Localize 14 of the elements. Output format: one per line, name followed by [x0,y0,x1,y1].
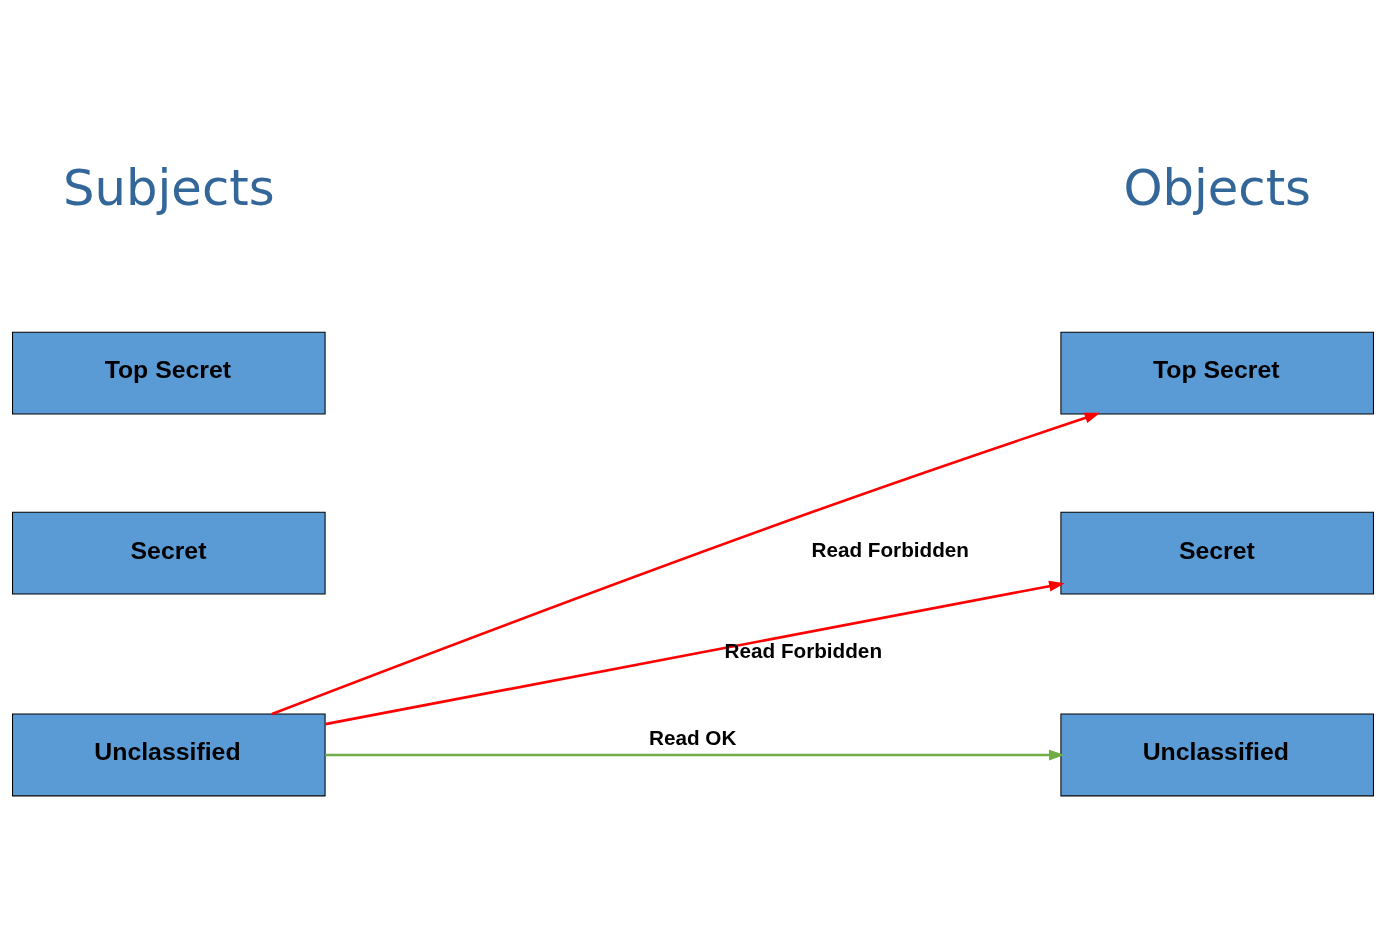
node-box: Unclassified [1060,713,1374,796]
edge-label: Read OK [649,725,737,749]
node-box: Unclassified [12,713,326,796]
edge-label: Read Forbidden [724,638,883,662]
node-box: Top Secret [1060,331,1374,414]
node-box: Secret [12,511,326,595]
label: Subjects [63,158,275,217]
label: Objects [1123,158,1311,217]
arrow [325,749,1065,760]
arrow [271,412,1101,715]
node-box: Secret [1060,511,1374,595]
arrow [325,580,1065,725]
node-box: Top Secret [12,331,326,414]
edge-label: Read Forbidden [811,537,969,561]
